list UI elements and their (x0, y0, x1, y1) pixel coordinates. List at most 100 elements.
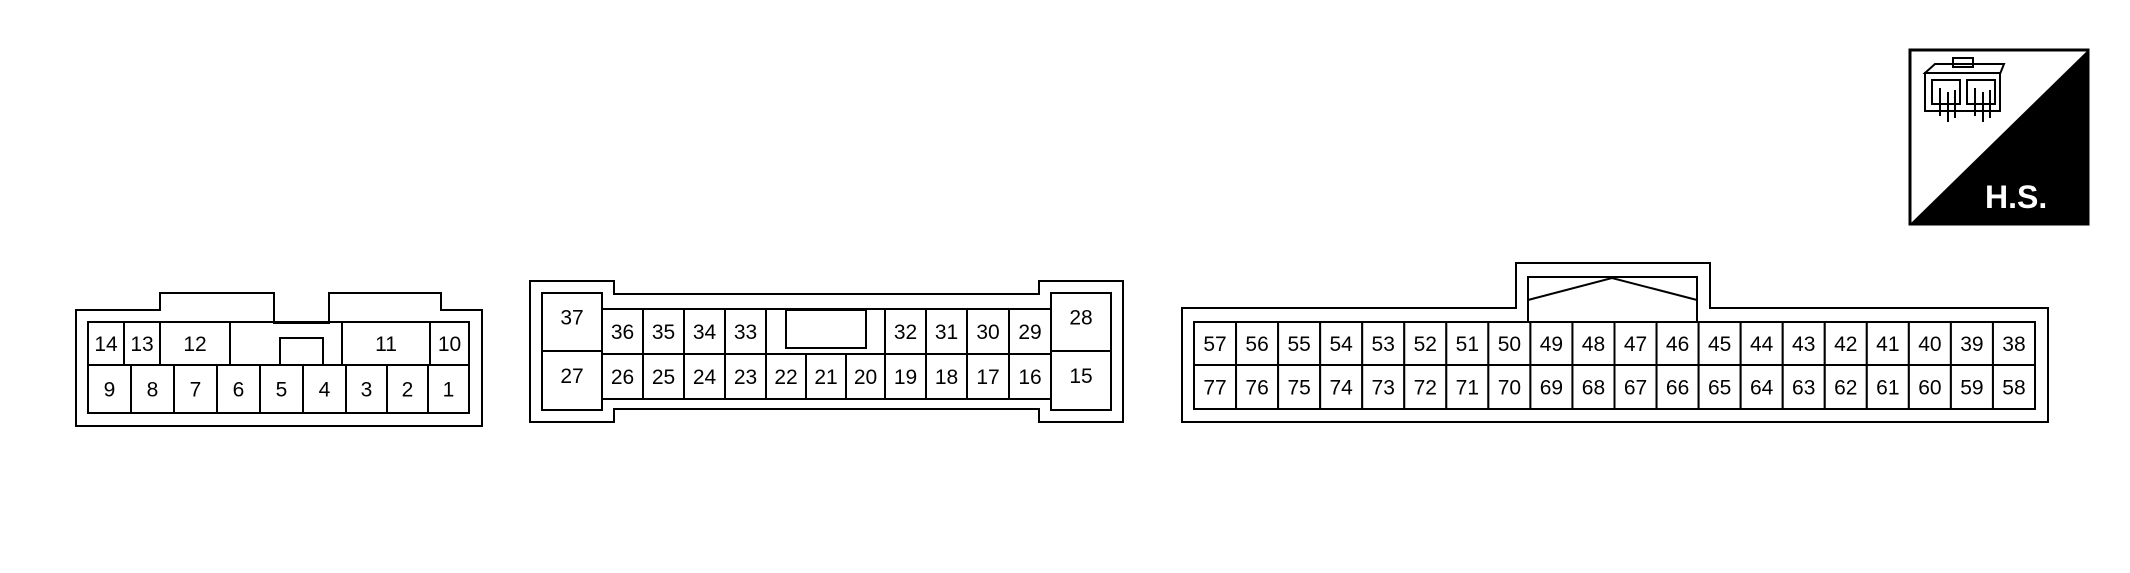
connector-c-pin-73-cell (1361, 364, 1406, 410)
connector-b-pin-30-cell (966, 308, 1010, 355)
connector-c-pin-38-label: 38 (2002, 333, 2025, 356)
connector-a-key (279, 337, 324, 367)
connector-c-pin-53-label: 53 (1372, 333, 1395, 356)
connector-b-pin-36-label: 36 (611, 321, 634, 344)
connector-c-pin-49-cell (1529, 321, 1574, 366)
connector-b-pin-23-label: 23 (734, 366, 757, 389)
connector-c-pin-47-label: 47 (1624, 333, 1647, 356)
connector-b-pin-32-label: 32 (894, 321, 917, 344)
connector-c-pin-42-label: 42 (1834, 333, 1857, 356)
connector-c-pin-76-cell (1235, 364, 1280, 410)
connector-c-pin-60-label: 60 (1918, 377, 1941, 400)
connector-a-pin-4-cell (302, 364, 347, 414)
connector-c-pin-65-label: 65 (1708, 377, 1731, 400)
connector-c-pin-57-cell (1193, 321, 1238, 366)
connector-c-pin-39-label: 39 (1960, 333, 1983, 356)
connector-c-pin-59-label: 59 (1960, 377, 1983, 400)
connector-a-pin-9-label: 9 (104, 379, 116, 402)
connector-c-pin-61-label: 61 (1876, 377, 1899, 400)
connector-c-pin-64-cell (1739, 364, 1784, 410)
connector-c-pin-59-cell (1949, 364, 1994, 410)
connector-a-pin-8-label: 8 (147, 379, 159, 402)
connector-b-pin-34-label: 34 (693, 321, 717, 344)
connector-c-pin-56-label: 56 (1245, 333, 1268, 356)
connector-c-pin-67-cell (1613, 364, 1658, 410)
connector-c-pin-52-label: 52 (1414, 333, 1437, 356)
connector-c-pin-41-label: 41 (1876, 333, 1899, 356)
connector-c-pin-55-cell (1277, 321, 1322, 366)
connector-c-pin-75-label: 75 (1287, 377, 1310, 400)
connector-a-pin-10-label: 10 (438, 333, 461, 356)
connector-a-pin-11-cell (341, 321, 431, 366)
connector-b-pin-37-cell (541, 292, 603, 352)
connector-c-pin-53-cell (1361, 321, 1406, 366)
connector-c-pin-46-label: 46 (1666, 333, 1689, 356)
connector-a-pin-6-label: 6 (233, 379, 245, 402)
connector-c-pin-44-label: 44 (1750, 333, 1774, 356)
connector-c-pin-70-cell (1487, 364, 1532, 410)
connector-c-pin-38-cell (1991, 321, 2036, 366)
connector-a-pin-1-cell (427, 364, 470, 414)
symbol-label: H.S. (1985, 179, 2047, 215)
connector-b-pin-29-label: 29 (1018, 321, 1041, 344)
connector-c-pin-66-label: 66 (1666, 377, 1689, 400)
connector-b-pin-31-cell (925, 308, 968, 355)
connector-b-pin-19-label: 19 (894, 366, 917, 389)
connector-c-pin-70-label: 70 (1498, 377, 1521, 400)
harness-side-symbol: H.S. (1908, 48, 2090, 226)
connector-b-pin-18-label: 18 (935, 366, 958, 389)
symbol-black-triangle (1910, 50, 2088, 224)
connector-c-pin-48-cell (1571, 321, 1616, 366)
connector-c-pin-74-label: 74 (1329, 377, 1353, 400)
connector-c-pin-60-cell (1907, 364, 1952, 410)
connector-c-pin-75-cell (1277, 364, 1322, 410)
connector-c-pin-68-label: 68 (1582, 377, 1605, 400)
connector-b-pin-37-label: 37 (560, 307, 583, 330)
connector-b-pin-23-cell (724, 353, 767, 400)
connector-a-pin-12-label: 12 (183, 333, 206, 356)
connector-b-pin-33-cell (724, 308, 767, 355)
connector-a-pin-3-cell (345, 364, 388, 414)
connector-c-pin-52-cell (1403, 321, 1448, 366)
connector-c-pin-77-label: 77 (1203, 377, 1226, 400)
connector-c-pin-63-label: 63 (1792, 377, 1815, 400)
connector-b-pin-16-label: 16 (1018, 366, 1041, 389)
connector-c-pin-68-cell (1571, 364, 1616, 410)
connector-b-pin-33-label: 33 (734, 321, 757, 344)
connector-a-pin-6-cell (216, 364, 261, 414)
connector-harness-side-icon (1922, 57, 2006, 122)
connector-b-pin-15-cell (1050, 350, 1112, 411)
connector-b-pin-27-cell (541, 350, 603, 411)
connector-a-pin-3-label: 3 (361, 379, 373, 402)
connector-c-pin-69-cell (1529, 364, 1574, 410)
connector-a-pin-14-label: 14 (94, 333, 118, 356)
connector-c-pin-43-label: 43 (1792, 333, 1815, 356)
connector-c-pin-45-label: 45 (1708, 333, 1731, 356)
connector-c-pin-58-cell (1991, 364, 2036, 410)
connector-c-pin-69-label: 69 (1540, 377, 1563, 400)
connector-c-outline (1181, 262, 2049, 423)
connector-c-pin-48-label: 48 (1582, 333, 1605, 356)
connector-c-pin-71-cell (1445, 364, 1490, 410)
connector-b-pin-30-label: 30 (976, 321, 999, 344)
connector-c-lock (1527, 276, 1698, 322)
connector-c-pin-47-cell (1613, 321, 1658, 366)
connector-a-pin-10-cell (429, 321, 470, 366)
connector-c-pin-73-label: 73 (1372, 377, 1395, 400)
connector-a-pin-7-label: 7 (190, 379, 202, 402)
connector-b-pin-24-cell (683, 353, 726, 400)
connector-c-pin-71-label: 71 (1456, 377, 1479, 400)
connector-c-pin-54-label: 54 (1329, 333, 1353, 356)
connector-b-pin-15-label: 15 (1069, 365, 1092, 388)
connector-a-pin-4-label: 4 (319, 379, 331, 402)
connector-c-pin-65-cell (1697, 364, 1742, 410)
connector-b-pin-20-label: 20 (854, 366, 877, 389)
connector-b-pin-31-label: 31 (935, 321, 958, 344)
connector-b-pin-29-cell (1008, 308, 1052, 355)
connector-b-pin-26-label: 26 (611, 366, 634, 389)
connector-a-pin-13-label: 13 (130, 333, 153, 356)
connector-c-pin-61-cell (1865, 364, 1910, 410)
connector-c-pin-57-label: 57 (1203, 333, 1226, 356)
